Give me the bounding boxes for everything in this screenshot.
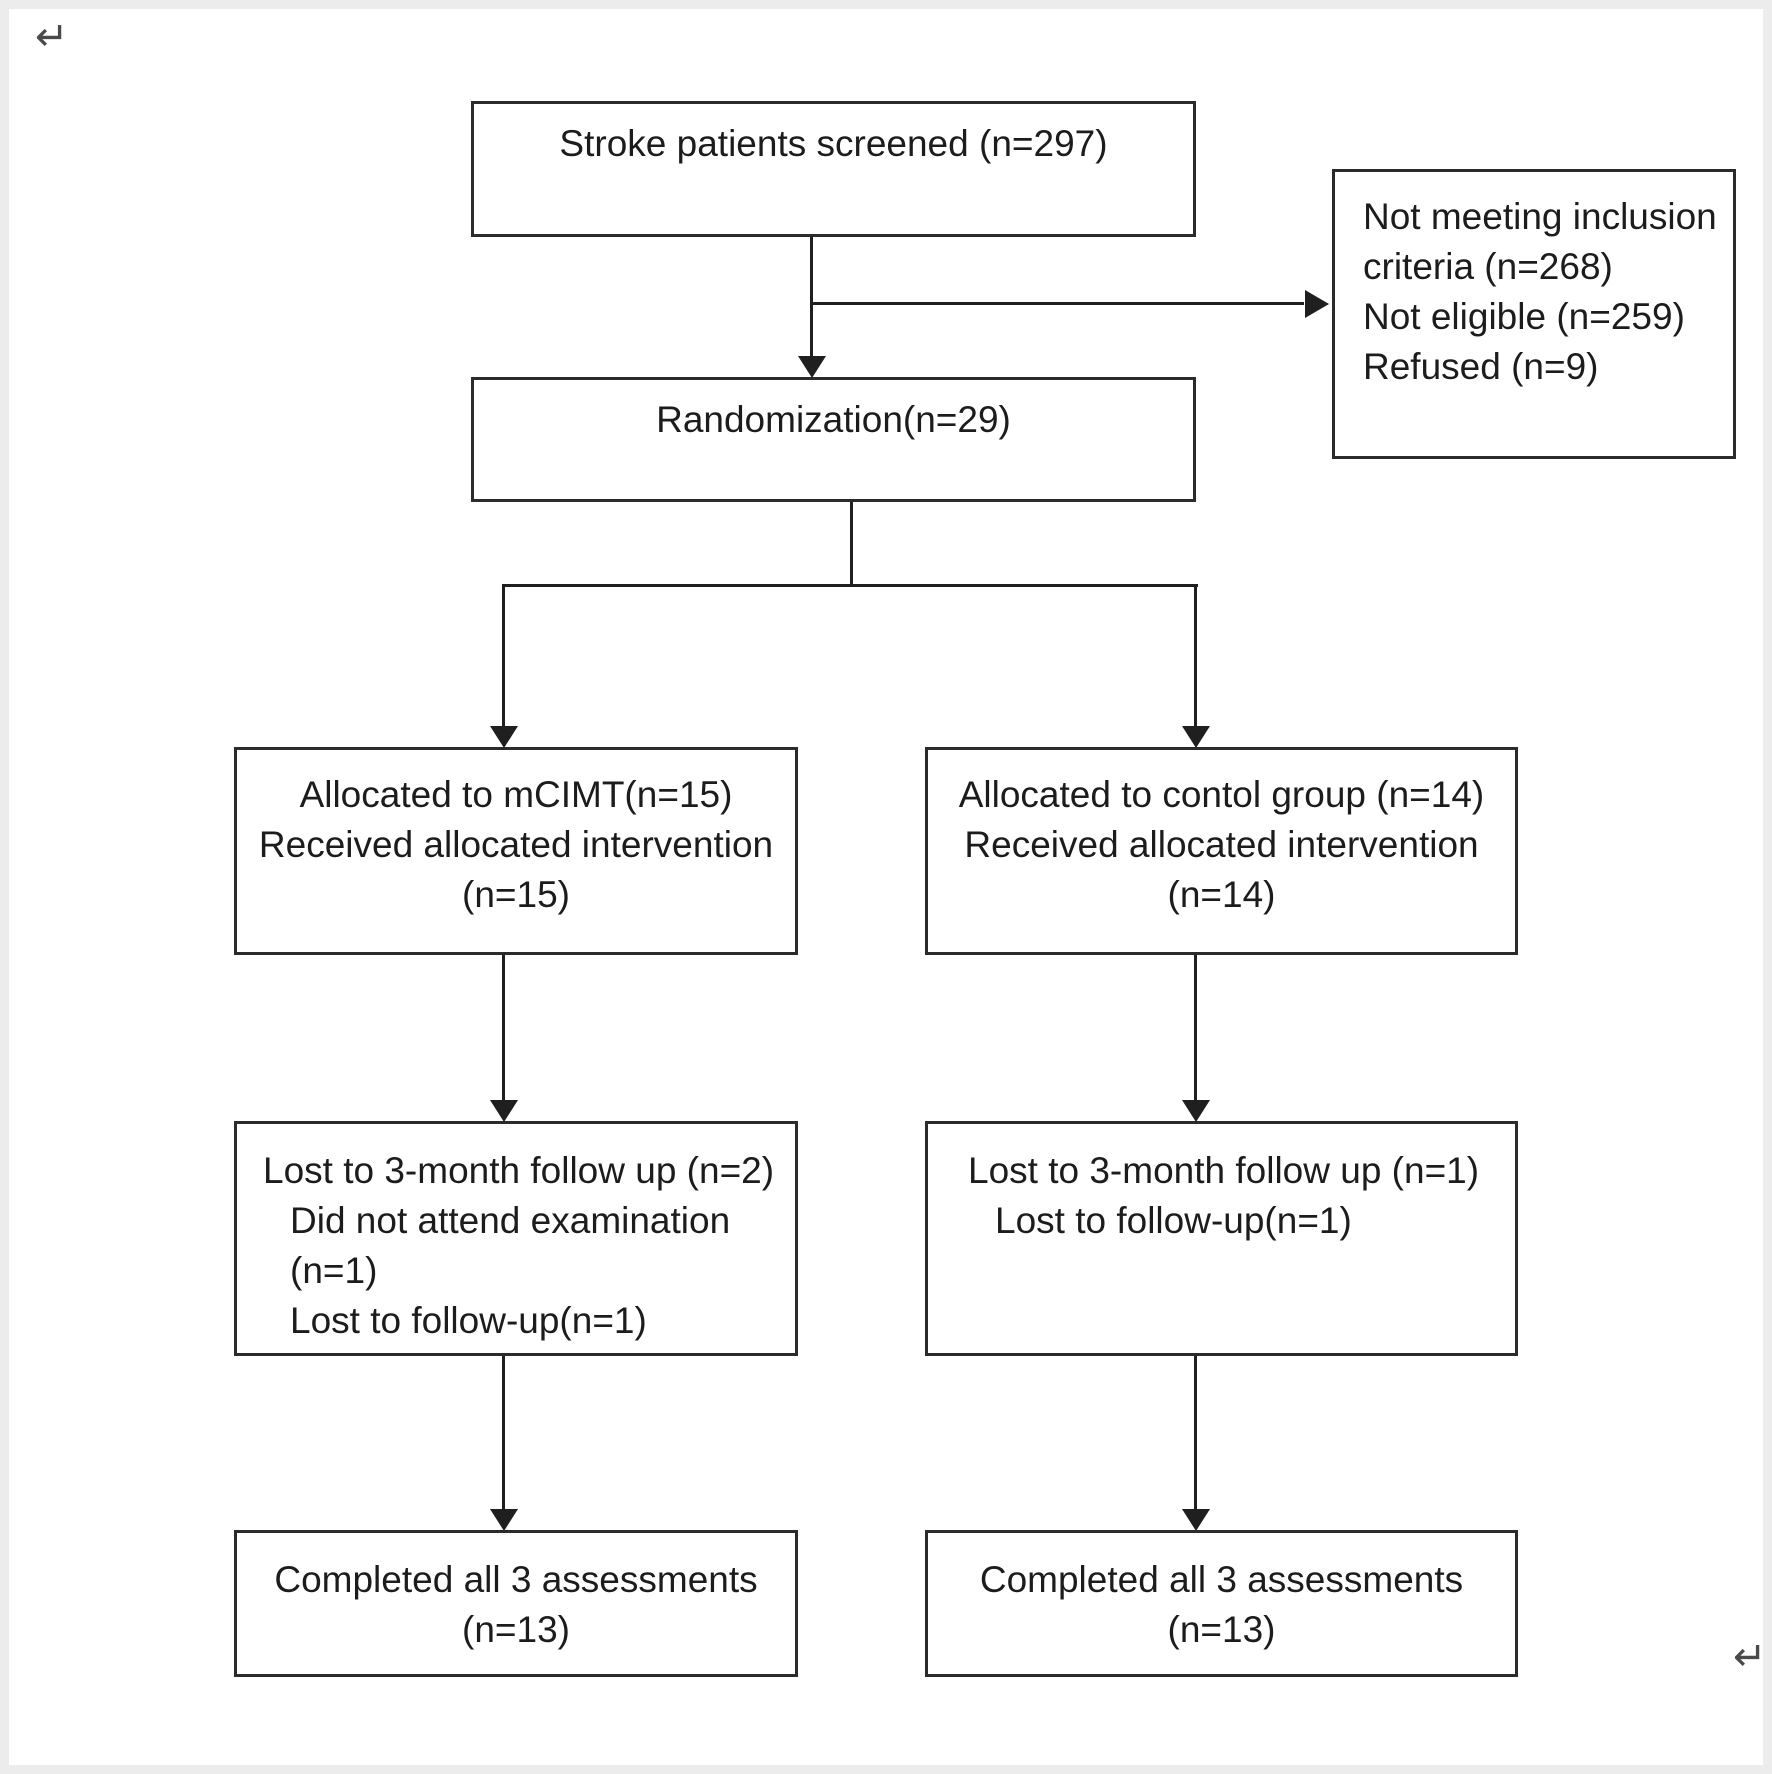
box-line: Allocated to contol group (n=14): [958, 774, 1485, 815]
box-line: criteria (n=268): [1363, 246, 1613, 287]
box-line: (n=15): [462, 874, 570, 915]
connector-randomization-stem: [850, 502, 853, 587]
box-not-meeting-inclusion: Not meeting inclusion criteria (n=268) N…: [1332, 169, 1736, 459]
box-line: Lost to follow-up(n=1): [290, 1300, 647, 1341]
box-line: Not meeting inclusion: [1363, 196, 1717, 237]
box-line: (n=14): [1167, 874, 1276, 915]
box-lost-followup-control: Lost to 3-month follow up (n=1) Lost to …: [925, 1121, 1518, 1356]
connector-alloc-to-lost-left: [502, 955, 505, 1102]
paragraph-return-icon: ↵: [1733, 1635, 1767, 1679]
connector-alloc-to-lost-right: [1194, 955, 1197, 1102]
box-line: Allocated to mCIMT(n=15): [299, 774, 733, 815]
arrowhead-right-icon: [1305, 290, 1329, 318]
box-allocated-control: Allocated to contol group (n=14) Receive…: [925, 747, 1518, 955]
box-line: Completed all 3 assessments: [274, 1559, 758, 1600]
box-line: (n=13): [1167, 1609, 1276, 1650]
box-line: Did not attend examination: [290, 1200, 731, 1241]
box-randomization: Randomization(n=29): [471, 377, 1196, 502]
arrowhead-down-icon: [490, 726, 518, 748]
connector-split-right: [1194, 584, 1197, 728]
connector-split-bar: [502, 584, 1198, 587]
paragraph-return-icon: ↵: [35, 15, 69, 59]
box-completed-control: Completed all 3 assessments (n=13): [925, 1530, 1518, 1677]
box-line: (n=13): [462, 1609, 570, 1650]
box-line: Received allocated intervention: [964, 824, 1479, 865]
arrowhead-down-icon: [490, 1509, 518, 1531]
box-stroke-patients-screened: Stroke patients screened (n=297): [471, 101, 1196, 237]
box-line: Lost to 3-month follow up (n=1): [968, 1150, 1480, 1191]
arrowhead-down-icon: [1182, 1100, 1210, 1122]
box-allocated-mcimt: Allocated to mCIMT(n=15) Received alloca…: [234, 747, 798, 955]
box-line: Lost to follow-up(n=1): [995, 1200, 1352, 1241]
box-line: Refused (n=9): [1363, 346, 1599, 387]
box-line: Randomization(n=29): [656, 399, 1011, 440]
box-line: Lost to 3-month follow up (n=2): [263, 1150, 775, 1191]
arrowhead-down-icon: [1182, 1509, 1210, 1531]
box-lost-followup-mcimt: Lost to 3-month follow up (n=2) Did not …: [234, 1121, 798, 1356]
arrowhead-down-icon: [490, 1100, 518, 1122]
connector-lost-to-completed-left: [502, 1356, 505, 1511]
box-line: Received allocated intervention: [258, 824, 774, 865]
box-line: Stroke patients screened (n=297): [559, 123, 1108, 164]
connector-split-left: [502, 584, 505, 728]
arrowhead-down-icon: [1182, 726, 1210, 748]
box-line: Completed all 3 assessments: [979, 1559, 1464, 1600]
connector-to-excluded: [810, 302, 1304, 305]
connector-screened-to-randomization: [810, 237, 813, 359]
box-completed-mcimt: Completed all 3 assessments (n=13): [234, 1530, 798, 1677]
arrowhead-down-icon: [798, 356, 826, 378]
connector-lost-to-completed-right: [1194, 1356, 1197, 1511]
box-line: Not eligible (n=259): [1363, 296, 1685, 337]
box-line: (n=1): [290, 1250, 378, 1291]
